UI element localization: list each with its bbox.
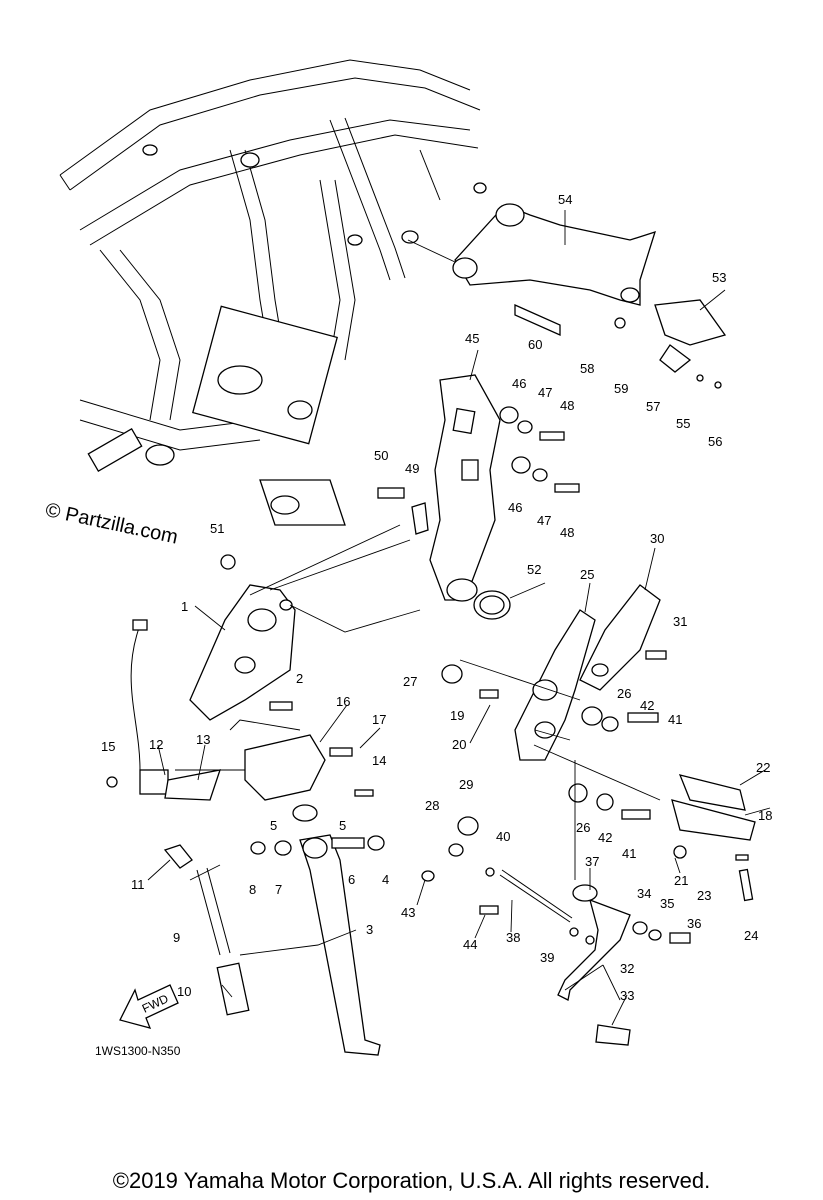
sidestand-bracket bbox=[189, 584, 296, 721]
leader-lines bbox=[147, 210, 771, 1026]
callout-label: 34 bbox=[637, 886, 651, 901]
rider-footrest bbox=[671, 774, 756, 902]
callout-label: 5 bbox=[339, 818, 346, 833]
reference-lines bbox=[175, 524, 661, 881]
callout-label: 45 bbox=[465, 331, 479, 346]
callout-label: 12 bbox=[149, 737, 163, 752]
callout-label: 46 bbox=[508, 500, 522, 515]
callout-label: 29 bbox=[459, 777, 473, 792]
callout-label: 54 bbox=[558, 192, 572, 207]
callout-label: 19 bbox=[450, 708, 464, 723]
footrest-bracket-right bbox=[429, 374, 511, 620]
callout-label: 26 bbox=[617, 686, 631, 701]
callout-label: 8 bbox=[249, 882, 256, 897]
callout-label: 28 bbox=[425, 798, 439, 813]
watermark: © Partzilla.com bbox=[43, 499, 179, 549]
callout-label: 46 bbox=[512, 376, 526, 391]
callout-label: 48 bbox=[560, 525, 574, 540]
callout-label: 49 bbox=[405, 461, 419, 476]
callout-label: 42 bbox=[598, 830, 612, 845]
callout-label: 3 bbox=[366, 922, 373, 937]
callout-label: 35 bbox=[660, 896, 674, 911]
callout-label: 2 bbox=[296, 671, 303, 686]
callout-label: 36 bbox=[687, 916, 701, 931]
callout-label: 4 bbox=[382, 872, 389, 887]
sidestand-switch-assembly bbox=[106, 619, 374, 801]
callout-label: 16 bbox=[336, 694, 350, 709]
callout-label: 40 bbox=[496, 829, 510, 844]
callout-label: 18 bbox=[758, 808, 772, 823]
callout-label: 27 bbox=[403, 674, 417, 689]
callout-labels: 1 2 3 4 5 5 6 7 8 9 10 11 12 13 14 15 16… bbox=[101, 192, 772, 1003]
callout-label: 14 bbox=[372, 753, 386, 768]
callout-label: 41 bbox=[622, 846, 636, 861]
callout-label: 48 bbox=[560, 398, 574, 413]
rider-footrest-bracket bbox=[441, 584, 667, 820]
callout-label: 21 bbox=[674, 873, 688, 888]
callout-label: 55 bbox=[676, 416, 690, 431]
sidestand bbox=[163, 804, 385, 1056]
callout-label: 31 bbox=[673, 614, 687, 629]
callout-label: 11 bbox=[131, 877, 145, 892]
callout-label: 15 bbox=[101, 739, 115, 754]
callout-label: 7 bbox=[275, 882, 282, 897]
callout-label: 56 bbox=[708, 434, 722, 449]
diagram-code: 1WS1300-N350 bbox=[95, 1044, 181, 1058]
callout-label: 58 bbox=[580, 361, 594, 376]
shift-pedal-assembly bbox=[421, 816, 691, 1046]
callout-label: 43 bbox=[401, 905, 415, 920]
callout-label: 38 bbox=[506, 930, 520, 945]
callout-label: 47 bbox=[538, 385, 552, 400]
callout-label: 26 bbox=[576, 820, 590, 835]
callout-label: 22 bbox=[756, 760, 770, 775]
bracket-hardware bbox=[220, 406, 580, 570]
copyright-notice: ©2019 Yamaha Motor Corporation, U.S.A. A… bbox=[112, 1168, 711, 1193]
callout-label: 60 bbox=[528, 337, 542, 352]
callout-label: 23 bbox=[697, 888, 711, 903]
callout-label: 30 bbox=[650, 531, 664, 546]
callout-label: 17 bbox=[372, 712, 386, 727]
callout-label: 1 bbox=[181, 599, 188, 614]
callout-label: 42 bbox=[640, 698, 654, 713]
callout-label: 51 bbox=[210, 521, 224, 536]
callout-label: 57 bbox=[646, 399, 660, 414]
callout-label: 41 bbox=[668, 712, 682, 727]
passenger-footrest-bracket bbox=[407, 203, 727, 389]
callout-label: 32 bbox=[620, 961, 634, 976]
callout-label: 37 bbox=[585, 854, 599, 869]
callout-label: 47 bbox=[537, 513, 551, 528]
frame-assembly bbox=[59, 59, 487, 526]
callout-label: 52 bbox=[527, 562, 541, 577]
callout-label: 9 bbox=[173, 930, 180, 945]
callout-label: 25 bbox=[580, 567, 594, 582]
callout-label: 50 bbox=[374, 448, 388, 463]
callout-label: 10 bbox=[177, 984, 191, 999]
callout-label: 6 bbox=[348, 872, 355, 887]
callout-label: 39 bbox=[540, 950, 554, 965]
callout-label: 44 bbox=[463, 937, 477, 952]
callout-label: 5 bbox=[270, 818, 277, 833]
callout-label: 20 bbox=[452, 737, 466, 752]
callout-label: 13 bbox=[196, 732, 210, 747]
callout-label: 53 bbox=[712, 270, 726, 285]
callout-label: 59 bbox=[614, 381, 628, 396]
fwd-arrow-icon: FWD bbox=[119, 984, 179, 1029]
callout-label: 24 bbox=[744, 928, 758, 943]
